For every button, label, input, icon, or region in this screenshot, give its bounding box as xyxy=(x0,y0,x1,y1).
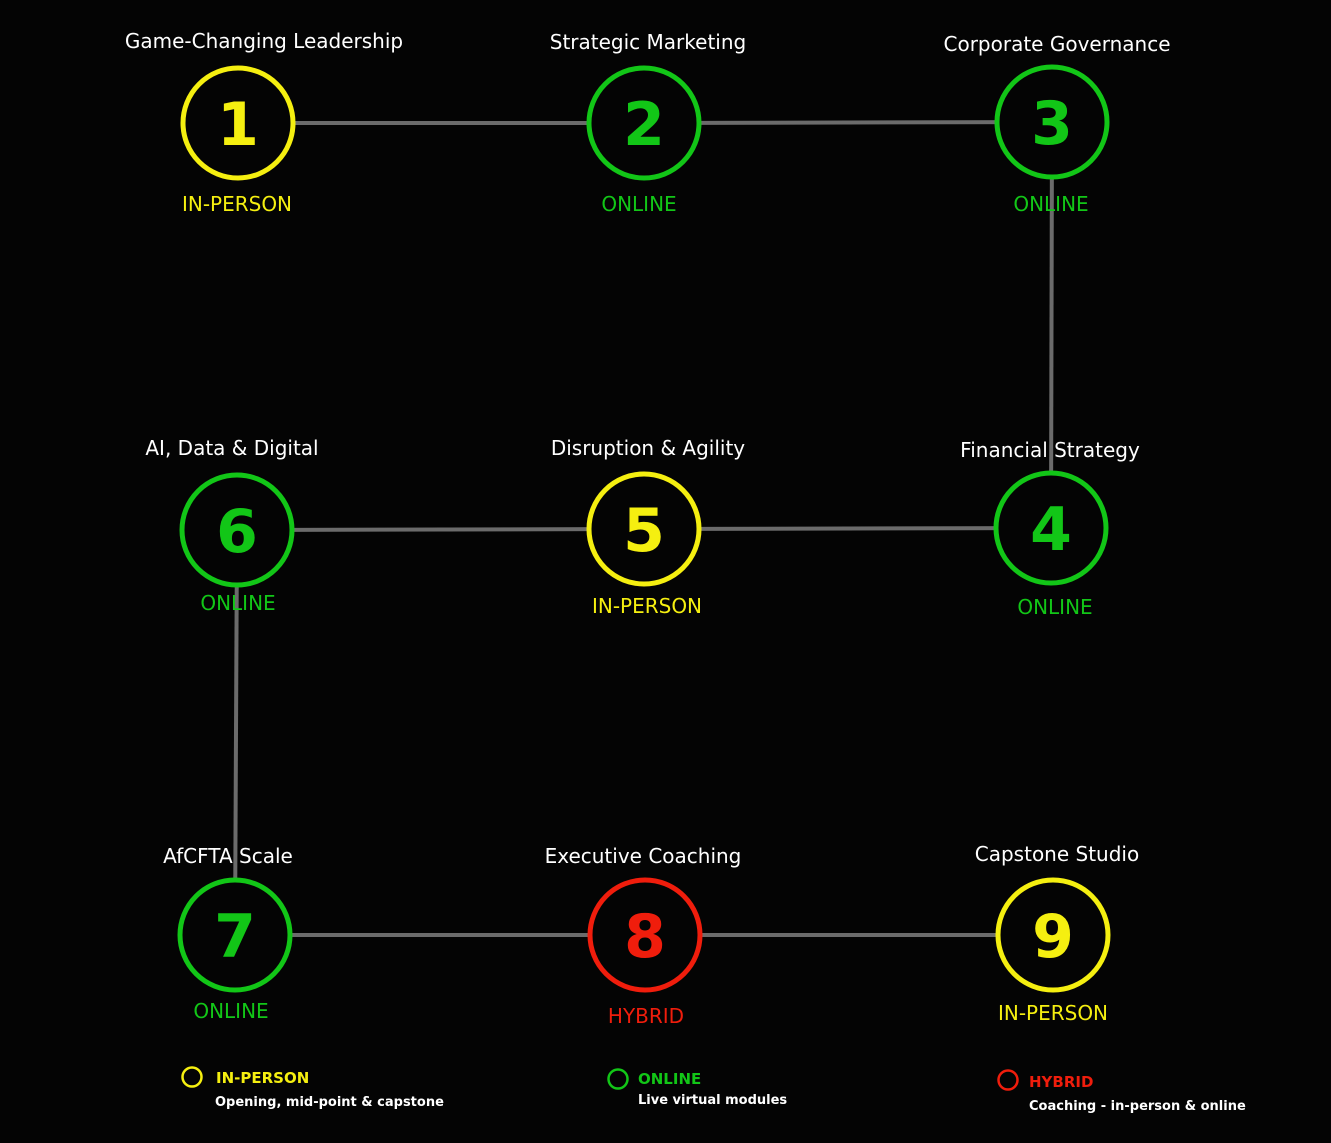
module-delivery-mode: ONLINE xyxy=(193,999,268,1023)
module-circle xyxy=(995,877,1111,993)
module-title: Disruption & Agility xyxy=(551,436,745,460)
module-delivery-mode: ONLINE xyxy=(1017,595,1092,619)
legend-item-online: ONLINE Live virtual modules xyxy=(607,1068,787,1108)
legend-item-in-person: IN-PERSON Opening, mid-point & capstone xyxy=(181,1066,444,1110)
connector-5-6 xyxy=(236,527,645,532)
module-title: Game-Changing Leadership xyxy=(125,29,403,53)
connector-3-4 xyxy=(1049,121,1054,529)
legend-label: HYBRID xyxy=(1029,1073,1093,1091)
module-number: 2 xyxy=(623,90,665,160)
module-circle xyxy=(993,470,1109,586)
module-number: 4 xyxy=(1030,495,1072,565)
module-delivery-mode: ONLINE xyxy=(1013,192,1088,216)
module-delivery-mode: IN-PERSON xyxy=(592,594,702,618)
module-number: 1 xyxy=(217,90,259,160)
module-circle xyxy=(180,65,296,181)
module-circle xyxy=(177,877,293,993)
module-number: 9 xyxy=(1032,902,1074,972)
module-delivery-mode: HYBRID xyxy=(608,1004,684,1028)
module-delivery-mode: IN-PERSON xyxy=(998,1001,1108,1025)
legend-marker xyxy=(607,1068,629,1090)
module-title: Strategic Marketing xyxy=(550,30,746,54)
legend-description: Live virtual modules xyxy=(638,1093,787,1108)
legend-label: IN-PERSON xyxy=(216,1069,309,1087)
legend-description: Opening, mid-point & capstone xyxy=(215,1095,444,1110)
module-number: 7 xyxy=(214,902,256,972)
module-delivery-mode: IN-PERSON xyxy=(182,192,292,216)
module-number: 5 xyxy=(623,496,665,566)
connector-2-3 xyxy=(643,120,1053,125)
module-circle xyxy=(587,877,703,993)
connector-6-7 xyxy=(233,529,239,936)
module-title: Financial Strategy xyxy=(960,438,1140,462)
connector-lines xyxy=(233,120,1054,937)
legend-label: ONLINE xyxy=(638,1070,701,1088)
module-delivery-mode: ONLINE xyxy=(200,591,275,615)
module-number: 8 xyxy=(624,902,666,972)
legend-description: Coaching - in-person & online xyxy=(1029,1099,1246,1114)
module-title: Executive Coaching xyxy=(545,844,742,868)
module-number: 3 xyxy=(1031,89,1073,159)
connector-4-5 xyxy=(643,526,1052,531)
module-circle xyxy=(179,472,295,588)
module-number: 6 xyxy=(216,497,258,567)
legend-item-hybrid: HYBRID Coaching - in-person & online xyxy=(997,1069,1246,1114)
module-delivery-mode: ONLINE xyxy=(601,192,676,216)
module-title: AI, Data & Digital xyxy=(145,436,318,460)
module-title: Corporate Governance xyxy=(944,32,1171,56)
legend-marker xyxy=(181,1066,203,1088)
module-title: Capstone Studio xyxy=(975,842,1139,866)
module-circle xyxy=(586,65,702,181)
module-circle xyxy=(994,64,1110,180)
module-title: AfCFTA Scale xyxy=(163,844,293,868)
module-circle xyxy=(586,471,702,587)
legend-marker xyxy=(997,1069,1019,1091)
legend: IN-PERSON Opening, mid-point & capstone ON… xyxy=(181,1066,1246,1114)
